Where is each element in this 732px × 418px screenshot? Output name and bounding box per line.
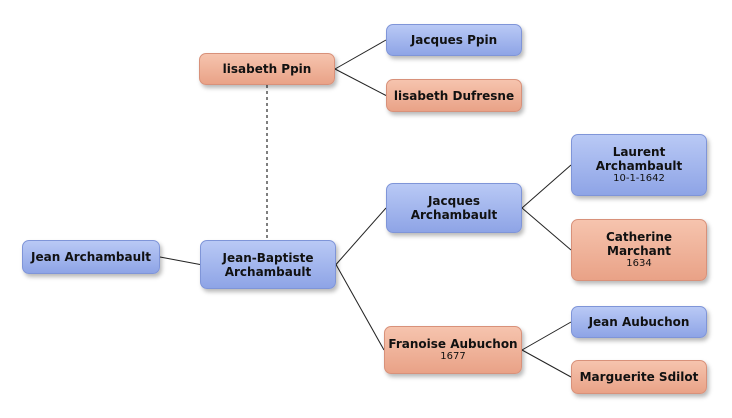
node-jean-aubuchon[interactable]: Jean Aubuchon	[571, 306, 707, 338]
node-catherine-marchant[interactable]: Catherine Marchant 1634	[571, 219, 707, 281]
node-jacques-archambault[interactable]: Jacques Archambault	[386, 183, 522, 233]
edge-jacques-archambault-to-laurent	[521, 164, 572, 209]
node-name: Laurent Archambault	[595, 145, 683, 173]
node-isabeth-ppin[interactable]: lisabeth Ppin	[199, 53, 335, 85]
node-jean-baptiste-archambault[interactable]: Jean-Baptiste Archambault	[200, 240, 336, 289]
edge-jean-to-jean-baptiste	[159, 256, 201, 265]
node-name: Jacques Ppin	[410, 33, 498, 47]
node-date: 1677	[440, 351, 466, 362]
edge-francoise-to-marguerite	[521, 349, 572, 378]
node-name: Jean-Baptiste Archambault	[222, 250, 314, 279]
edge-isabeth-ppin-to-isabeth-dufresne	[334, 68, 387, 96]
node-jacques-ppin[interactable]: Jacques Ppin	[386, 24, 522, 56]
node-jean-archambault[interactable]: Jean Archambault	[22, 240, 160, 274]
node-name: lisabeth Dufresne	[393, 88, 515, 103]
node-isabeth-dufresne[interactable]: lisabeth Dufresne	[386, 79, 522, 112]
node-date: 1634	[626, 258, 652, 269]
edge-francoise-to-jean-aubuchon	[521, 321, 572, 351]
node-laurent-archambault[interactable]: Laurent Archambault 10-1-1642	[571, 134, 707, 196]
node-name: lisabeth Ppin	[222, 62, 312, 76]
node-name: Catherine Marchant	[605, 230, 673, 258]
edge-jean-baptiste-to-jacques-archambault	[335, 207, 387, 265]
node-name: Jean Archambault	[31, 250, 151, 264]
node-name: Jean Aubuchon	[588, 315, 690, 329]
node-date: 10-1-1642	[613, 173, 665, 184]
node-francoise-aubuchon[interactable]: Franoise Aubuchon 1677	[384, 326, 522, 374]
edge-jacques-archambault-to-catherine	[521, 207, 572, 251]
node-name: Jacques Archambault	[410, 194, 498, 222]
node-name: Marguerite Sdilot	[579, 370, 699, 384]
node-name: Franoise Aubuchon	[388, 337, 518, 351]
edge-jean-baptiste-to-francoise	[335, 264, 385, 351]
node-marguerite-sdilot[interactable]: Marguerite Sdilot	[571, 360, 707, 394]
edge-isabeth-ppin-to-jacques-ppin	[334, 39, 387, 70]
